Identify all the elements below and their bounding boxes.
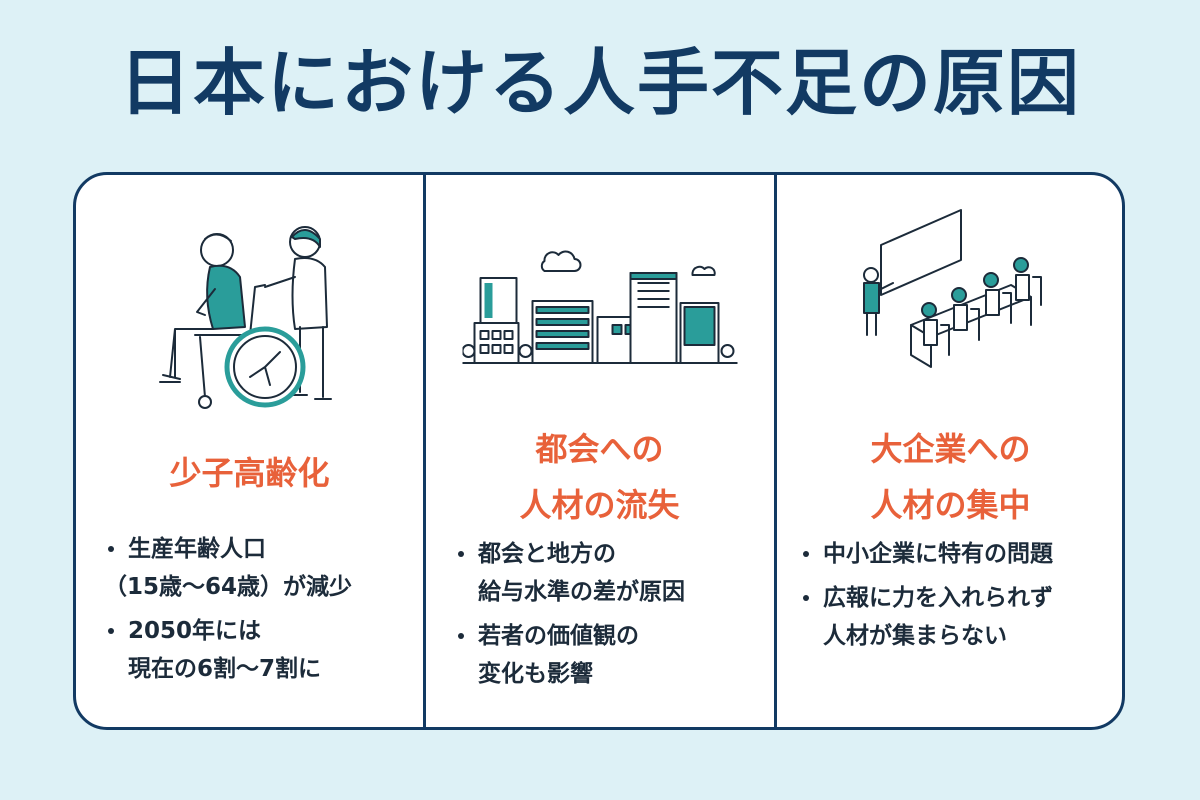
office-meeting-icon	[862, 209, 1042, 368]
column-divider	[423, 175, 426, 727]
bullet-item: 広報に力を入れられず 人材が集まらない	[799, 579, 1114, 655]
column-divider	[774, 175, 777, 727]
bullet-item: 中小企業に特有の問題	[799, 535, 1114, 573]
bullet-item: 生産年齢人口 （15歳〜64歳）が減少	[104, 530, 413, 606]
cause-bullet-list: 生産年齢人口 （15歳〜64歳）が減少 2050年には 現在の6割〜7割に	[104, 530, 413, 694]
cause-bullet-list: 都会と地方の 給与水準の差が原因 若者の価値観の 変化も影響	[454, 535, 763, 699]
bullet-item: 若者の価値観の 変化も影響	[454, 617, 763, 693]
bullet-item: 2050年には 現在の6割〜7割に	[104, 612, 413, 688]
cause-heading: 少子高齢化	[169, 454, 330, 492]
bullet-item: 都会と地方の 給与水準の差が原因	[454, 535, 763, 611]
city-buildings-icon	[462, 250, 737, 364]
page-title: 日本における人手不足の原因	[118, 41, 1081, 125]
elderly-care-icon	[158, 226, 332, 409]
cause-column-large-companies: 大企業への 人材の集中 中小企業に特有の問題 広報に力を入れられず 人材が集まら…	[777, 175, 1122, 727]
cause-bullet-list: 中小企業に特有の問題 広報に力を入れられず 人材が集まらない	[799, 535, 1114, 661]
cause-column-urban-outflow: 都会への 人材の流失 都会と地方の 給与水準の差が原因 若者の価値観の 変化も影…	[426, 175, 773, 727]
cause-column-aging: 少子高齢化 生産年齢人口 （15歳〜64歳）が減少 2050年には 現在の6割〜…	[76, 175, 423, 727]
cause-heading: 大企業への 人材の集中	[870, 430, 1031, 524]
cause-heading: 都会への 人材の流失	[519, 430, 680, 524]
causes-panel: 少子高齢化 生産年齢人口 （15歳〜64歳）が減少 2050年には 現在の6割〜…	[73, 172, 1125, 730]
